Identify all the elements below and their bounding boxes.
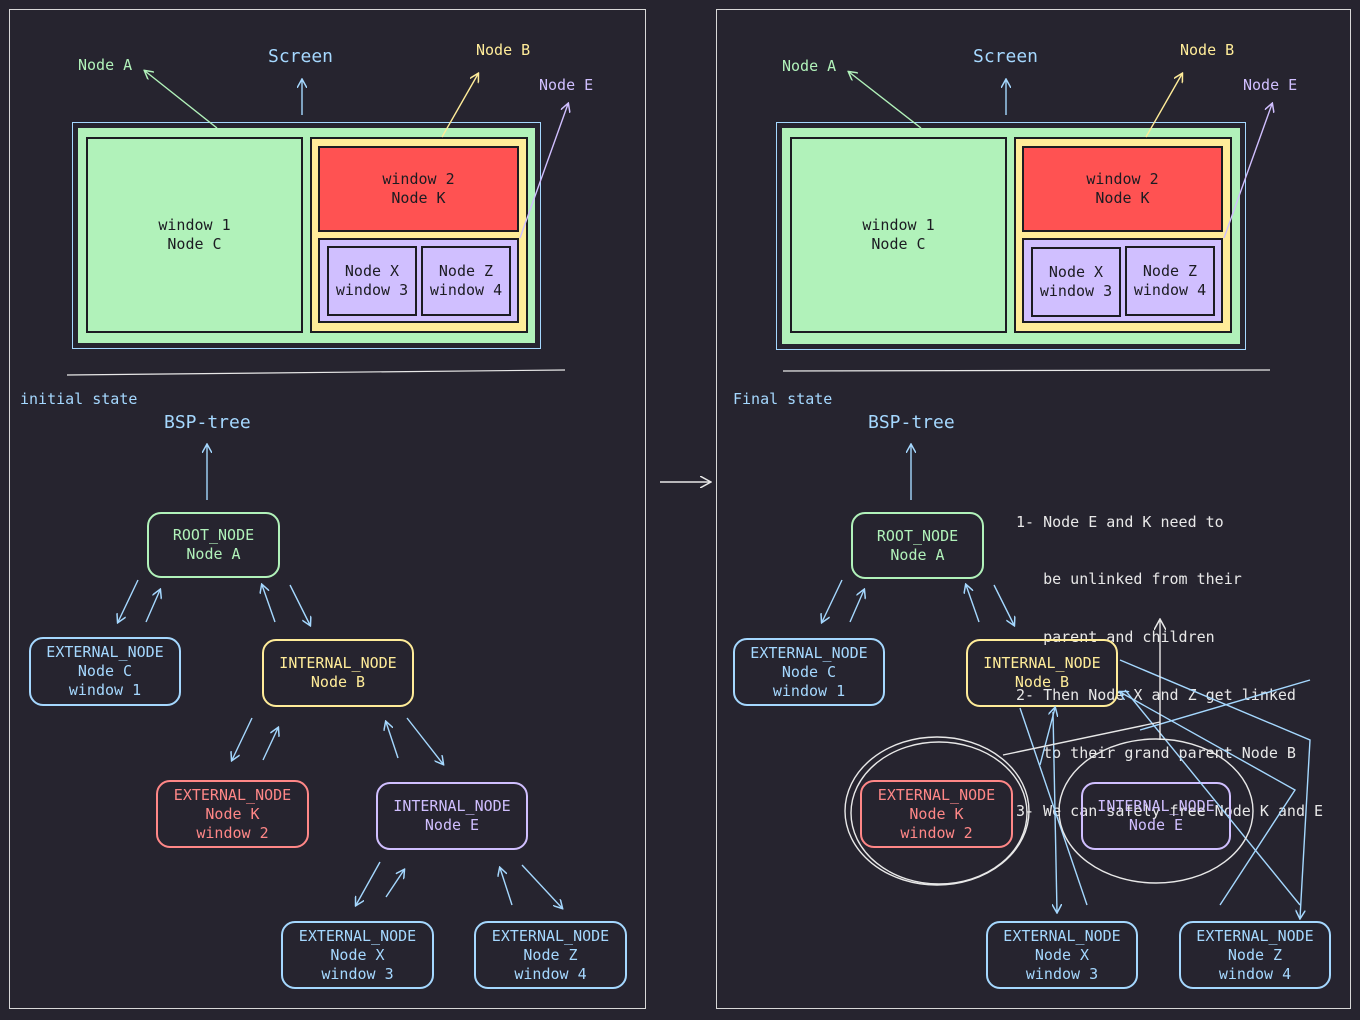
right-internal-node-b-line1: INTERNAL_NODE: [983, 654, 1101, 672]
right-root-node: ROOT_NODE Node A: [851, 512, 984, 579]
right-note-line-1: 1- Node E and K need to: [1016, 512, 1224, 531]
left-external-node-x: EXTERNAL_NODE Node X window 3: [281, 921, 434, 989]
left-internal-node-e-line2: Node E: [424, 816, 480, 834]
left-window-4-line1: Node Z: [438, 262, 494, 280]
left-screen-title: Screen: [268, 46, 334, 67]
left-external-node-c: EXTERNAL_NODE Node C window 1: [29, 637, 181, 706]
left-screen-label-node-e: Node E: [539, 76, 594, 94]
left-window-3: Node X window 3: [327, 246, 417, 316]
right-internal-node-e: INTERNAL_NODE Node E: [1081, 782, 1231, 850]
right-state-label: Final state: [733, 390, 833, 408]
left-external-node-z-line1: EXTERNAL_NODE: [491, 926, 610, 945]
right-external-node-c-line2: Node C: [781, 662, 837, 681]
right-window-4-line2: window 4: [1133, 281, 1207, 299]
left-external-node-x-line1: EXTERNAL_NODE: [298, 926, 417, 945]
left-window-1-line2: Node C: [167, 235, 222, 253]
right-tree-title: BSP-tree: [868, 412, 955, 433]
right-external-node-z-line1: EXTERNAL_NODE: [1196, 926, 1314, 945]
left-external-node-z-line2: Node Z: [523, 945, 578, 964]
left-internal-node-b-line2: Node B: [310, 673, 366, 691]
left-root-node-line1: ROOT_NODE: [172, 526, 255, 544]
right-external-node-c: EXTERNAL_NODE Node C window 1: [733, 638, 885, 706]
right-external-node-k-line3: window 2: [900, 823, 973, 842]
right-external-node-z: EXTERNAL_NODE Node Z window 4: [1179, 921, 1331, 989]
left-window-2: window 2 Node K: [318, 146, 519, 232]
right-note-line-2: be unlinked from their: [1016, 570, 1242, 589]
right-window-2-line2: Node K: [1095, 189, 1150, 207]
left-external-node-c-line2: Node C: [77, 662, 133, 680]
right-window-3-line1: Node X: [1048, 263, 1104, 281]
left-external-node-z: EXTERNAL_NODE Node Z window 4: [474, 921, 627, 989]
right-window-3: Node X window 3: [1031, 247, 1121, 317]
left-external-node-z-line3: window 4: [514, 964, 587, 983]
right-window-1: window 1 Node C: [790, 137, 1007, 333]
right-external-node-k-line1: EXTERNAL_NODE: [877, 785, 996, 804]
left-external-node-x-line3: window 3: [321, 964, 394, 983]
right-screen-label-node-a: Node A: [782, 57, 837, 75]
right-external-node-x-line2: Node X: [1034, 945, 1090, 964]
right-external-node-x-line1: EXTERNAL_NODE: [1003, 926, 1121, 945]
right-internal-node-e-line1: INTERNAL_NODE: [1097, 797, 1215, 815]
left-external-node-k-line1: EXTERNAL_NODE: [173, 785, 292, 804]
left-internal-node-b-line1: INTERNAL_NODE: [279, 654, 397, 672]
right-internal-node-b: INTERNAL_NODE Node B: [966, 639, 1118, 707]
right-external-node-c-line1: EXTERNAL_NODE: [750, 643, 868, 662]
left-window-2-line1: window 2: [382, 170, 455, 188]
left-root-node: ROOT_NODE Node A: [147, 512, 280, 578]
right-screen-title: Screen: [973, 46, 1039, 67]
right-window-1-line1: window 1: [862, 216, 935, 234]
left-tree-title: BSP-tree: [164, 412, 251, 433]
right-root-node-line2: Node A: [890, 545, 945, 564]
left-window-4: Node Z window 4: [421, 246, 511, 316]
left-external-node-k-line3: window 2: [196, 823, 269, 842]
left-external-node-c-line1: EXTERNAL_NODE: [46, 643, 164, 661]
right-window-2: window 2 Node K: [1022, 146, 1223, 232]
left-window-1-line1: window 1: [158, 216, 231, 234]
right-panel-frame: [716, 9, 1351, 1009]
right-window-1-line2: Node C: [871, 235, 926, 253]
left-internal-node-e-line1: INTERNAL_NODE: [393, 797, 511, 815]
right-external-node-k: EXTERNAL_NODE Node K window 2: [860, 780, 1013, 848]
right-internal-node-b-line2: Node B: [1014, 673, 1070, 691]
left-window-2-line2: Node K: [391, 189, 446, 207]
right-screen-label-node-b: Node B: [1180, 41, 1235, 59]
right-screen-label-node-e: Node E: [1243, 76, 1298, 94]
right-window-4-line1: Node Z: [1142, 262, 1198, 280]
left-screen-label-node-b: Node B: [476, 41, 531, 59]
right-external-node-x-line3: window 3: [1025, 964, 1099, 983]
left-external-node-k-line2: Node K: [205, 804, 260, 823]
right-external-node-x: EXTERNAL_NODE Node X window 3: [986, 921, 1138, 989]
left-window-4-line2: window 4: [429, 281, 503, 299]
left-panel-frame: [9, 9, 646, 1009]
left-window-3-line1: Node X: [344, 262, 400, 280]
left-window-3-line2: window 3: [335, 281, 409, 299]
right-window-2-line1: window 2: [1086, 170, 1159, 188]
right-internal-node-e-line2: Node E: [1128, 816, 1184, 834]
right-root-node-line1: ROOT_NODE: [876, 526, 959, 545]
left-root-node-line2: Node A: [186, 545, 241, 563]
left-state-label: initial state: [20, 390, 138, 408]
left-external-node-x-line2: Node X: [330, 945, 385, 964]
left-internal-node-b: INTERNAL_NODE Node B: [262, 639, 414, 707]
right-window-3-line2: window 3: [1039, 282, 1113, 300]
right-external-node-z-line2: Node Z: [1227, 945, 1283, 964]
right-external-node-k-line2: Node K: [909, 804, 964, 823]
right-window-4: Node Z window 4: [1125, 246, 1215, 316]
left-window-1: window 1 Node C: [86, 137, 303, 333]
right-external-node-c-line3: window 1: [772, 681, 846, 700]
right-external-node-z-line3: window 4: [1218, 964, 1292, 983]
right-note-line-5: to their grand parent Node B: [1016, 744, 1296, 763]
left-internal-node-e: INTERNAL_NODE Node E: [376, 782, 528, 850]
left-external-node-c-line3: window 1: [68, 681, 142, 699]
left-external-node-k: EXTERNAL_NODE Node K window 2: [156, 780, 309, 848]
left-screen-label-node-a: Node A: [78, 56, 133, 74]
